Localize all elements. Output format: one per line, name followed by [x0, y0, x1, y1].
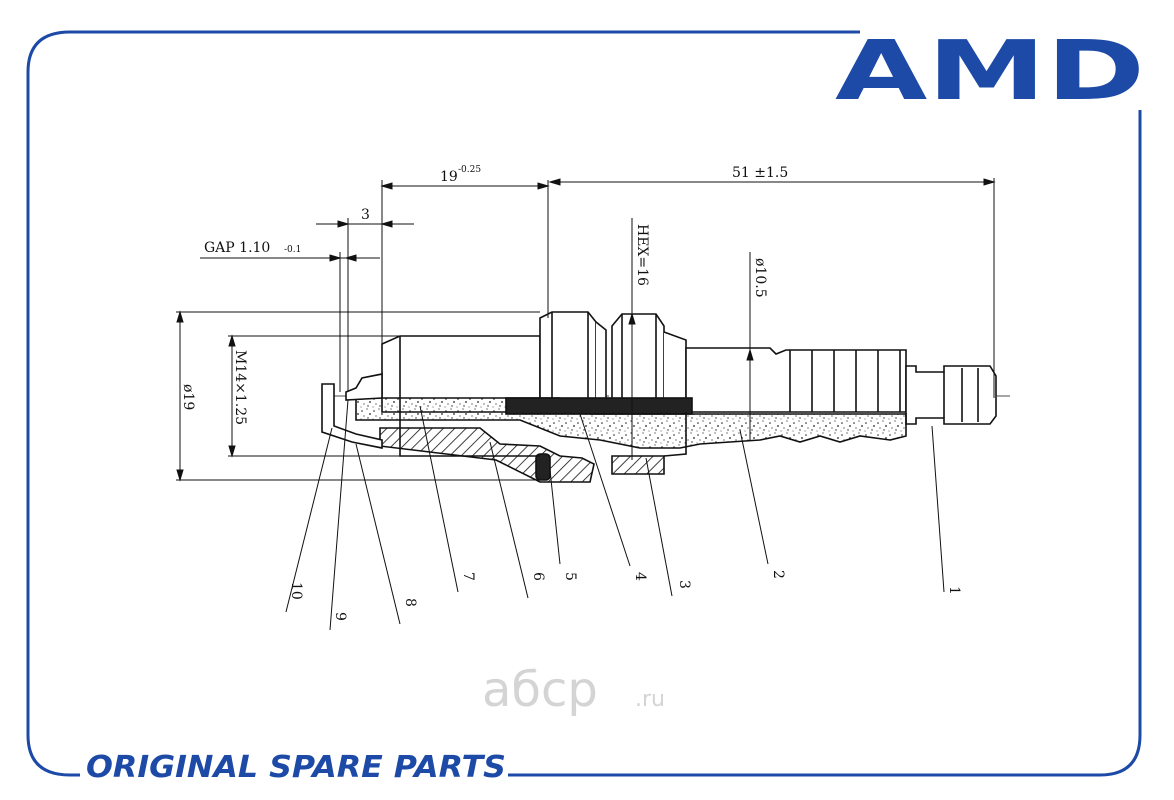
lower-hex-section [611, 455, 665, 475]
callout-9: 9 [332, 612, 348, 621]
ground-electrode [321, 383, 383, 449]
spark-plug-body [321, 311, 997, 483]
insulator-ribs [789, 350, 901, 412]
callout-3: 3 [676, 580, 692, 589]
logo-text: AMD [835, 24, 1145, 119]
callout-7: 7 [460, 572, 476, 581]
callout-6: 6 [530, 572, 546, 581]
thread-label: M14×1.25 [232, 350, 248, 425]
callout-10: 10 [288, 582, 304, 600]
insulator [685, 347, 907, 413]
gap-tolerance: -0.1 [284, 245, 301, 255]
callout-2: 2 [770, 570, 786, 579]
seat-diameter-label: ø19 [180, 384, 196, 410]
ceramic-core [355, 397, 907, 449]
dimension-lines [176, 178, 996, 482]
tip-offset-label: 3 [361, 207, 370, 223]
thread-reach-tolerance: -0.25 [458, 165, 481, 175]
callout-8: 8 [402, 598, 418, 607]
callout-4: 4 [632, 572, 648, 581]
callout-1: 1 [946, 586, 962, 595]
thread-reach-label: 19 [440, 169, 458, 185]
seal-strip [505, 397, 693, 415]
tagline: ORIGINAL SPARE PARTS [86, 750, 506, 785]
amd-logo: AMD [835, 24, 1145, 119]
hex-label: HEX=16 [634, 224, 650, 286]
callout-leaders [285, 399, 945, 631]
watermark-suffix: .ru [635, 687, 665, 712]
drawing-frame [26, 30, 1142, 777]
callout-5: 5 [562, 572, 578, 581]
watermark-logo: aбcp [482, 662, 598, 718]
terminal-diameter-label: ø10.5 [752, 258, 768, 298]
overall-length-label: 51 ±1.5 [732, 165, 788, 181]
center-electrode [345, 373, 383, 401]
terminal [905, 365, 997, 425]
gap-label: GAP 1.10 [204, 240, 270, 256]
gasket [535, 453, 551, 481]
